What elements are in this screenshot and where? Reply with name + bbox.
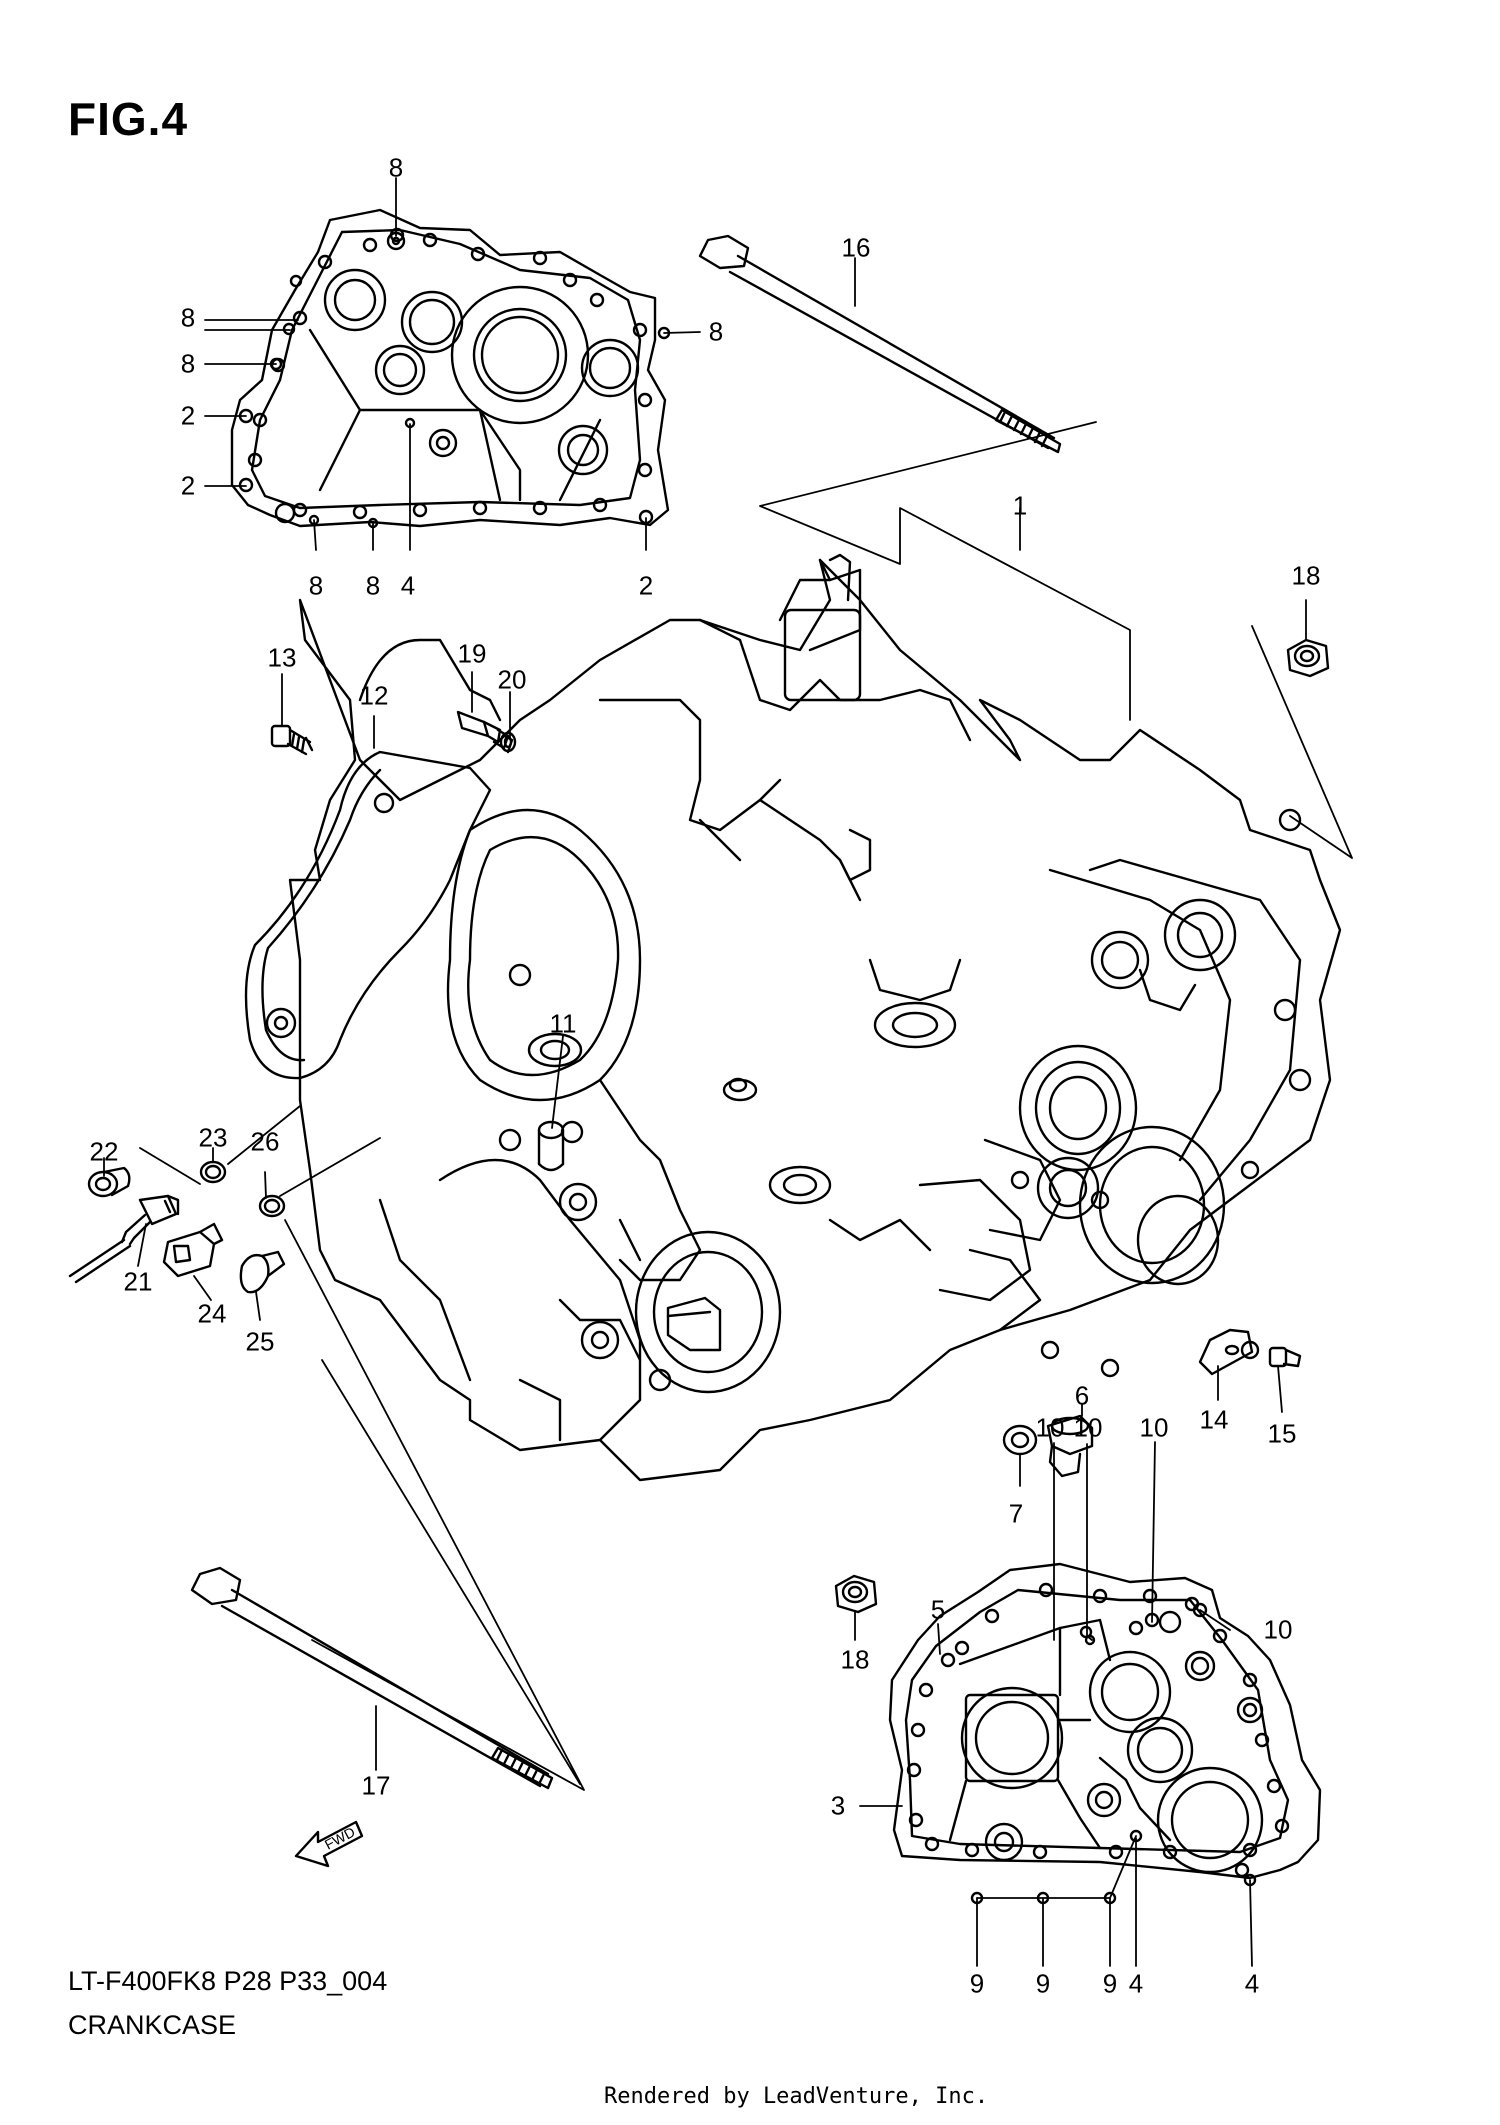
- callout-26: 26: [250, 1126, 280, 1157]
- callout-3: 3: [830, 1790, 846, 1821]
- callout-19: 19: [457, 638, 487, 669]
- callout-25: 25: [245, 1326, 275, 1357]
- callout-5: 5: [930, 1594, 946, 1625]
- callout-4: 4: [400, 570, 416, 601]
- screw-part-15: [1268, 1346, 1302, 1368]
- callout-22: 22: [89, 1136, 119, 1167]
- forward-direction-arrow: FWD: [294, 1820, 364, 1868]
- left-crankcase-half-view: [230, 208, 671, 529]
- callout-24: 24: [197, 1298, 227, 1329]
- crankcase-assembly: [288, 553, 1342, 1482]
- section-name: CRANKCASE: [68, 2010, 237, 2040]
- o-ring-part-26: [258, 1194, 286, 1218]
- callout-9: 9: [1102, 1968, 1118, 1999]
- callout-2: 2: [180, 400, 196, 431]
- callout-18: 18: [1291, 560, 1321, 591]
- callout-21: 21: [123, 1266, 153, 1297]
- callout-10: 10: [1263, 1614, 1293, 1645]
- callout-20: 20: [497, 664, 527, 695]
- gasket-part-12: [244, 750, 492, 1080]
- callout-18: 18: [840, 1644, 870, 1675]
- right-crankcase-half-view: [888, 1562, 1322, 1905]
- bolt-part-13: [270, 724, 314, 756]
- o-ring-part-20: [499, 731, 517, 753]
- nut-part-18-top: [1286, 638, 1330, 678]
- callout-10: 10: [1035, 1412, 1065, 1443]
- callout-12: 12: [359, 680, 389, 711]
- long-bolt-part-16: [698, 234, 1062, 454]
- callout-8: 8: [365, 570, 381, 601]
- nut-part-18-bottom: [834, 1574, 878, 1614]
- callout-11: 11: [549, 1008, 577, 1039]
- callout-6: 6: [1074, 1380, 1090, 1411]
- figure-title: FIG.4: [68, 93, 189, 145]
- model-code: LT-F400FK8 P28 P33_004: [68, 1966, 388, 1996]
- callout-8: 8: [708, 316, 724, 347]
- callout-4: 4: [1244, 1968, 1260, 1999]
- dowel-pin-part-11: [537, 1120, 565, 1172]
- callout-2: 2: [180, 470, 196, 501]
- leader-lines: [103, 177, 1353, 1967]
- callout-8: 8: [180, 348, 196, 379]
- callout-15: 15: [1267, 1418, 1297, 1449]
- breather-fitting-part-19: [456, 710, 514, 754]
- callout-8: 8: [388, 152, 404, 183]
- wire-leader-lines: [139, 1105, 381, 1197]
- callout-10: 10: [1073, 1412, 1103, 1443]
- callout-4: 4: [1128, 1968, 1144, 1999]
- callout-9: 9: [1035, 1968, 1051, 1999]
- sensor-part-24: [162, 1222, 224, 1278]
- cap-part-22: [87, 1166, 131, 1198]
- callout-8: 8: [308, 570, 324, 601]
- callout-2: 2: [638, 570, 654, 601]
- o-ring-part-23: [199, 1160, 227, 1184]
- callout-16: 16: [841, 232, 871, 263]
- callout-7: 7: [1008, 1498, 1024, 1529]
- long-bolt-part-17: [190, 1566, 554, 1790]
- drain-plug-part-6: [1046, 1414, 1094, 1478]
- callout-9: 9: [969, 1968, 985, 1999]
- callout-10: 10: [1139, 1412, 1169, 1443]
- render-credit: Rendered by LeadVenture, Inc.: [604, 2084, 989, 2109]
- callout-23: 23: [198, 1122, 228, 1153]
- gasket-washer-part-7: [1002, 1424, 1038, 1456]
- callout-1: 1: [1012, 490, 1028, 521]
- plate-part-14: [1198, 1328, 1254, 1376]
- callout-8: 8: [180, 302, 196, 333]
- callout-17: 17: [361, 1770, 391, 1801]
- callout-14: 14: [1199, 1404, 1229, 1435]
- plug-part-25: [239, 1250, 286, 1294]
- callout-13: 13: [267, 642, 297, 673]
